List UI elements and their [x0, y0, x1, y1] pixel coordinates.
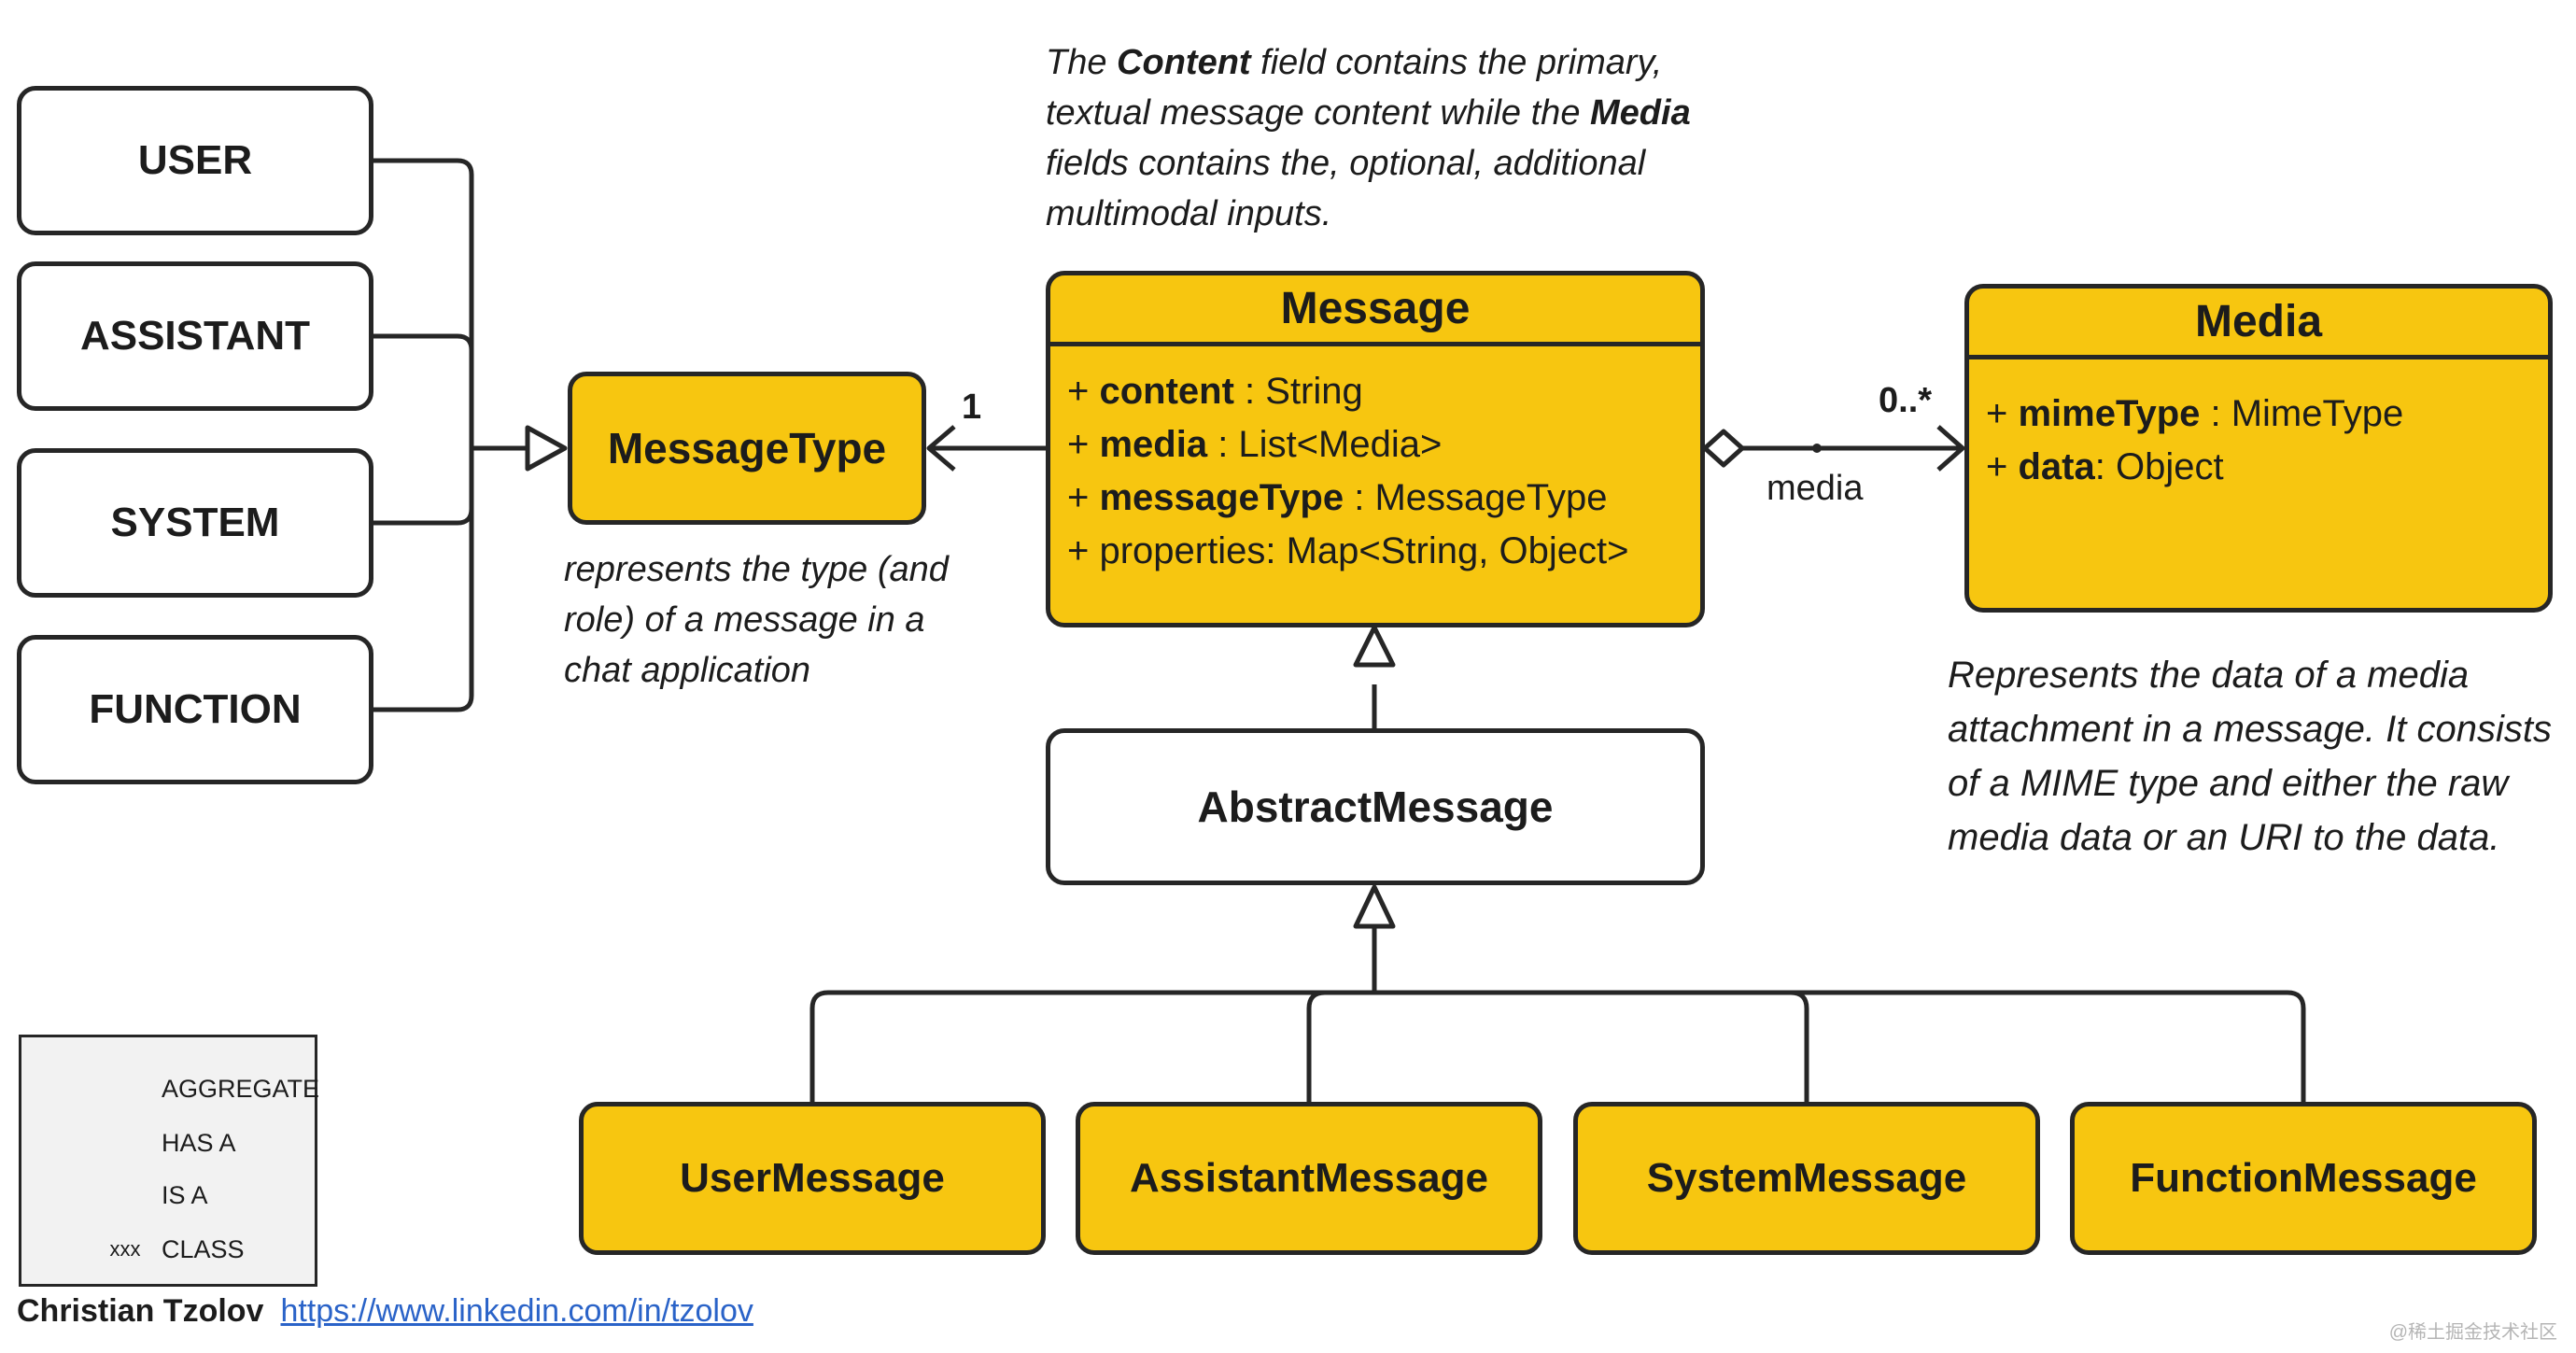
legend-is-a-label: IS A	[162, 1181, 208, 1209]
subclass-isa-arrowhead	[1353, 884, 1396, 929]
media-role-dot	[1812, 444, 1822, 453]
enum-system-label: SYSTEM	[110, 500, 280, 545]
content-note-text-3: fields contains the, optional, additiona…	[1046, 144, 1646, 233]
assistantmessage-class-name: AssistantMessage	[1130, 1155, 1488, 1201]
assistantmessage-class: AssistantMessage	[1076, 1102, 1542, 1255]
media-multiplicity: 0..*	[1879, 381, 1933, 420]
media-attr-data: + data: Object	[1986, 446, 2224, 487]
subclass-drop-system	[1790, 990, 1809, 1102]
messagetype-class: MessageType	[568, 372, 926, 525]
abstractmessage-class: AbstractMessage	[1046, 728, 1705, 885]
media-attr-mimetype: + mimeType : MimeType	[1986, 393, 2404, 434]
function-connector	[373, 448, 474, 712]
media-role-label: media	[1767, 469, 1864, 508]
media-attributes: + mimeType : MimeType + data: Object	[1969, 359, 2548, 494]
content-note-bold-content: Content	[1117, 43, 1251, 82]
messagetype-multiplicity: 1	[962, 388, 982, 427]
messagetype-has-arrowhead	[926, 425, 956, 472]
message-attributes: + content : String + media : List<Media>…	[1050, 346, 1700, 578]
content-note: The Content field contains the primary, …	[1046, 37, 1718, 239]
legend: AGGREGATE HAS A IS A xxx CLASS	[19, 1035, 320, 1287]
enum-user-label: USER	[137, 137, 253, 183]
enum-assistant-label: ASSISTANT	[79, 313, 311, 359]
systemmessage-class: SystemMessage	[1573, 1102, 2040, 1255]
message-class: Message + content : String + media : Lis…	[1046, 271, 1705, 627]
functionmessage-class-name: FunctionMessage	[2130, 1155, 2477, 1201]
usermessage-class: UserMessage	[579, 1102, 1046, 1255]
enum-user-box: USER	[17, 86, 373, 235]
media-class: Media + mimeType : MimeType + data: Obje…	[1964, 284, 2553, 613]
media-note: Represents the data of a media attachmen…	[1948, 655, 2552, 858]
footer: Christian Tzolov https://www.linkedin.com…	[17, 1293, 753, 1330]
subclass-bus	[809, 990, 2306, 1102]
assistant-connector	[373, 333, 474, 448]
abstract-isa-arrowhead	[1353, 625, 1396, 668]
author-name: Christian Tzolov	[17, 1293, 264, 1329]
usermessage-class-name: UserMessage	[680, 1155, 945, 1201]
enum-function-label: FUNCTION	[89, 686, 302, 732]
enum-assistant-box: ASSISTANT	[17, 261, 373, 411]
systemmessage-class-name: SystemMessage	[1646, 1155, 1967, 1201]
linkedin-link[interactable]: https://www.linkedin.com/in/tzolov	[280, 1293, 753, 1329]
message-attr-messagetype: + messageType : MessageType	[1067, 477, 1608, 518]
subclass-drop-assistant	[1306, 990, 1326, 1102]
functionmessage-class: FunctionMessage	[2070, 1102, 2537, 1255]
media-class-header: Media	[1969, 289, 2548, 359]
media-class-name: Media	[2194, 297, 2323, 346]
content-note-bold-media: Media	[1590, 93, 1691, 133]
legend-class-sample: xxx	[109, 1237, 141, 1261]
enum-system-box: SYSTEM	[17, 448, 373, 598]
message-class-name: Message	[1280, 284, 1471, 333]
content-note-text-2: field contains the primary, textual mess…	[1046, 43, 1663, 133]
enum-function-box: FUNCTION	[17, 635, 373, 784]
message-attr-properties: + properties: Map<String, Object>	[1067, 530, 1629, 571]
watermark: @稀土掘金技术社区	[2388, 1322, 2557, 1343]
legend-aggregate-label: AGGREGATE	[162, 1075, 320, 1103]
media-aggregate-diamond	[1702, 429, 1745, 468]
messagetype-class-name: MessageType	[607, 424, 887, 472]
content-note-text-1: The	[1046, 43, 1118, 82]
enum-isa-arrowhead	[525, 425, 568, 472]
user-connector	[373, 158, 474, 448]
message-attr-content: + content : String	[1067, 371, 1363, 412]
abstractmessage-class-name: AbstractMessage	[1197, 782, 1554, 831]
message-attr-media: + media : List<Media>	[1067, 424, 1443, 465]
messagetype-note: represents the type (and role) of a mess…	[564, 550, 949, 690]
legend-class-label: CLASS	[162, 1235, 245, 1263]
media-has-arrowhead	[1936, 425, 1965, 472]
legend-has-a-label: HAS A	[162, 1129, 236, 1157]
system-connector	[373, 448, 474, 526]
message-class-header: Message	[1050, 275, 1700, 346]
